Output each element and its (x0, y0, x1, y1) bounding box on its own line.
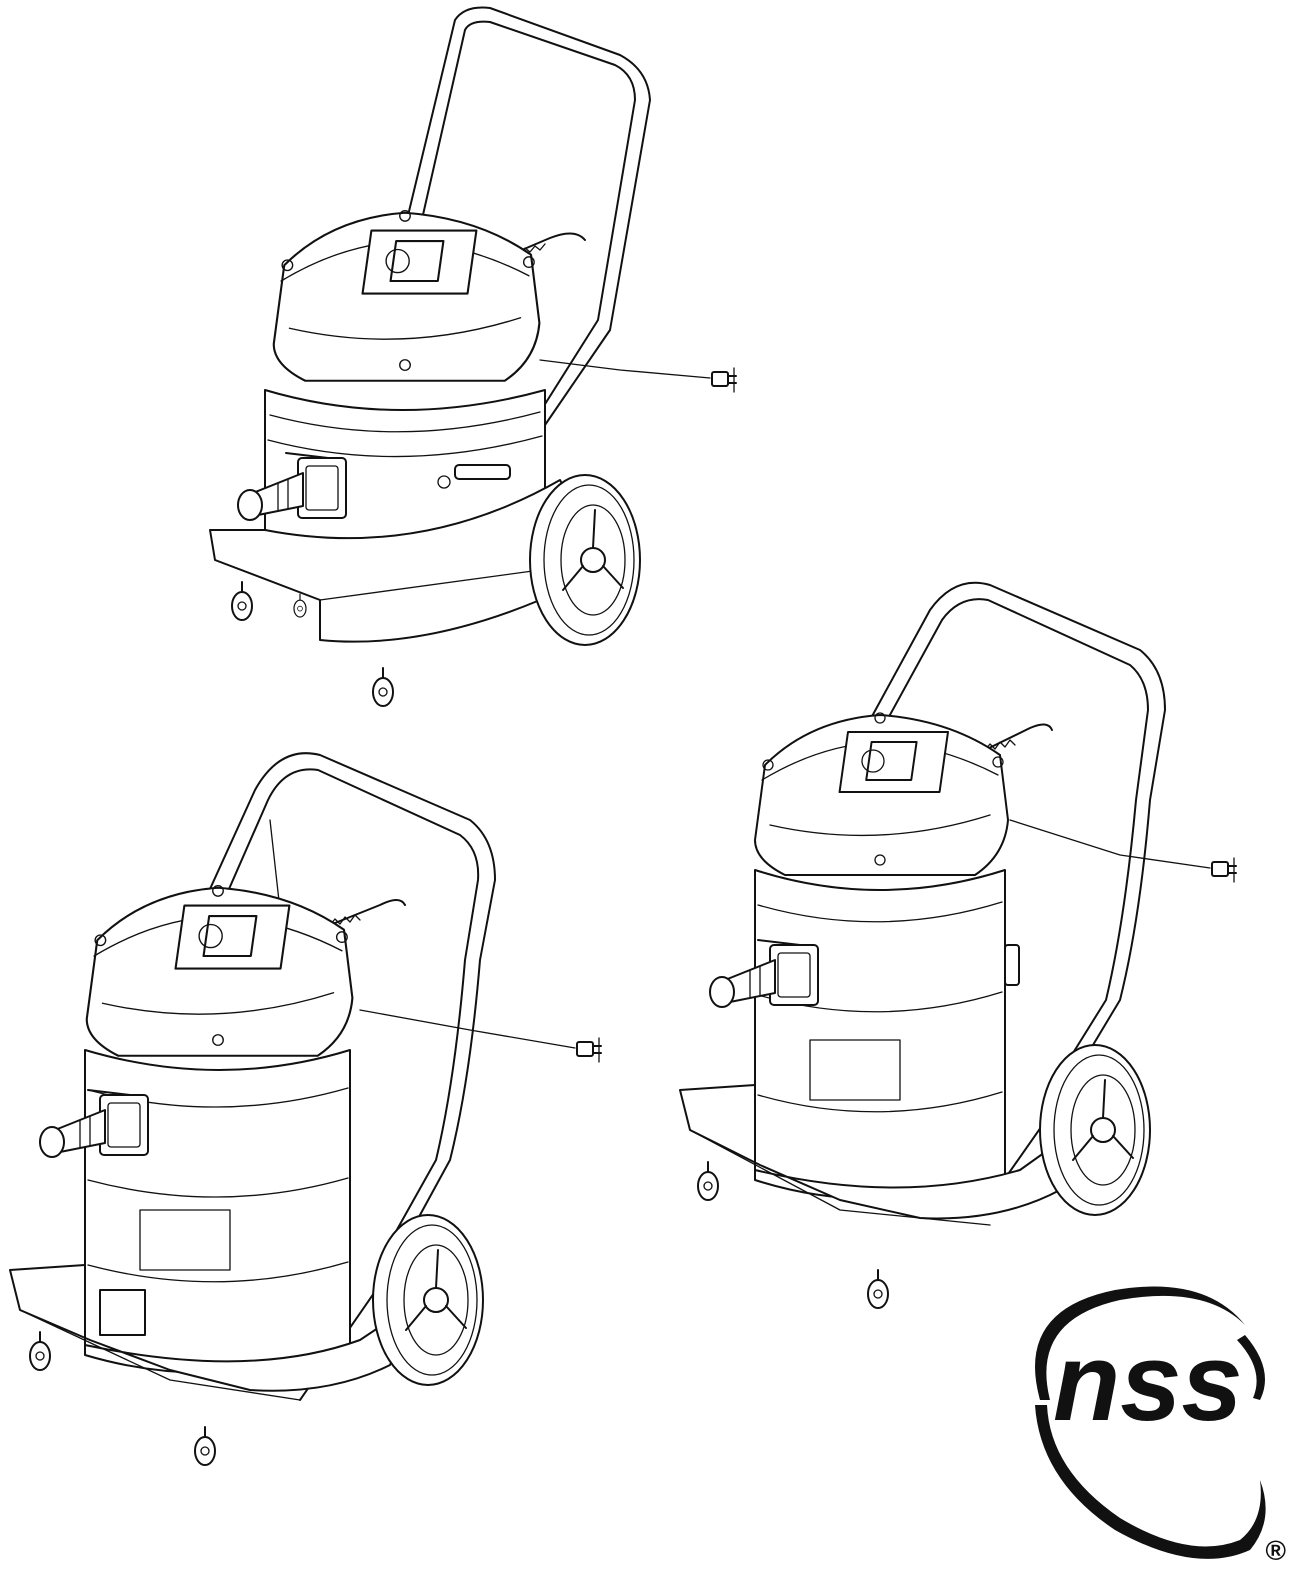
logo-text: nss (1053, 1321, 1243, 1444)
handle (204, 752, 496, 1401)
handle (869, 581, 1166, 1201)
logo-swoosh-bottom (1035, 1405, 1266, 1559)
large-vacuum (9, 752, 602, 1466)
handle (404, 6, 651, 426)
registered-mark: ® (1265, 1535, 1286, 1566)
compact-vacuum (209, 6, 737, 707)
nss-logo: nss ® (1035, 1286, 1286, 1566)
base (679, 1084, 1091, 1220)
base (9, 1264, 421, 1392)
power-cord (1009, 819, 1211, 869)
tank (754, 869, 1006, 1200)
power-cord (359, 1009, 576, 1049)
power-cord (539, 359, 711, 379)
medium-vacuum (679, 581, 1237, 1309)
